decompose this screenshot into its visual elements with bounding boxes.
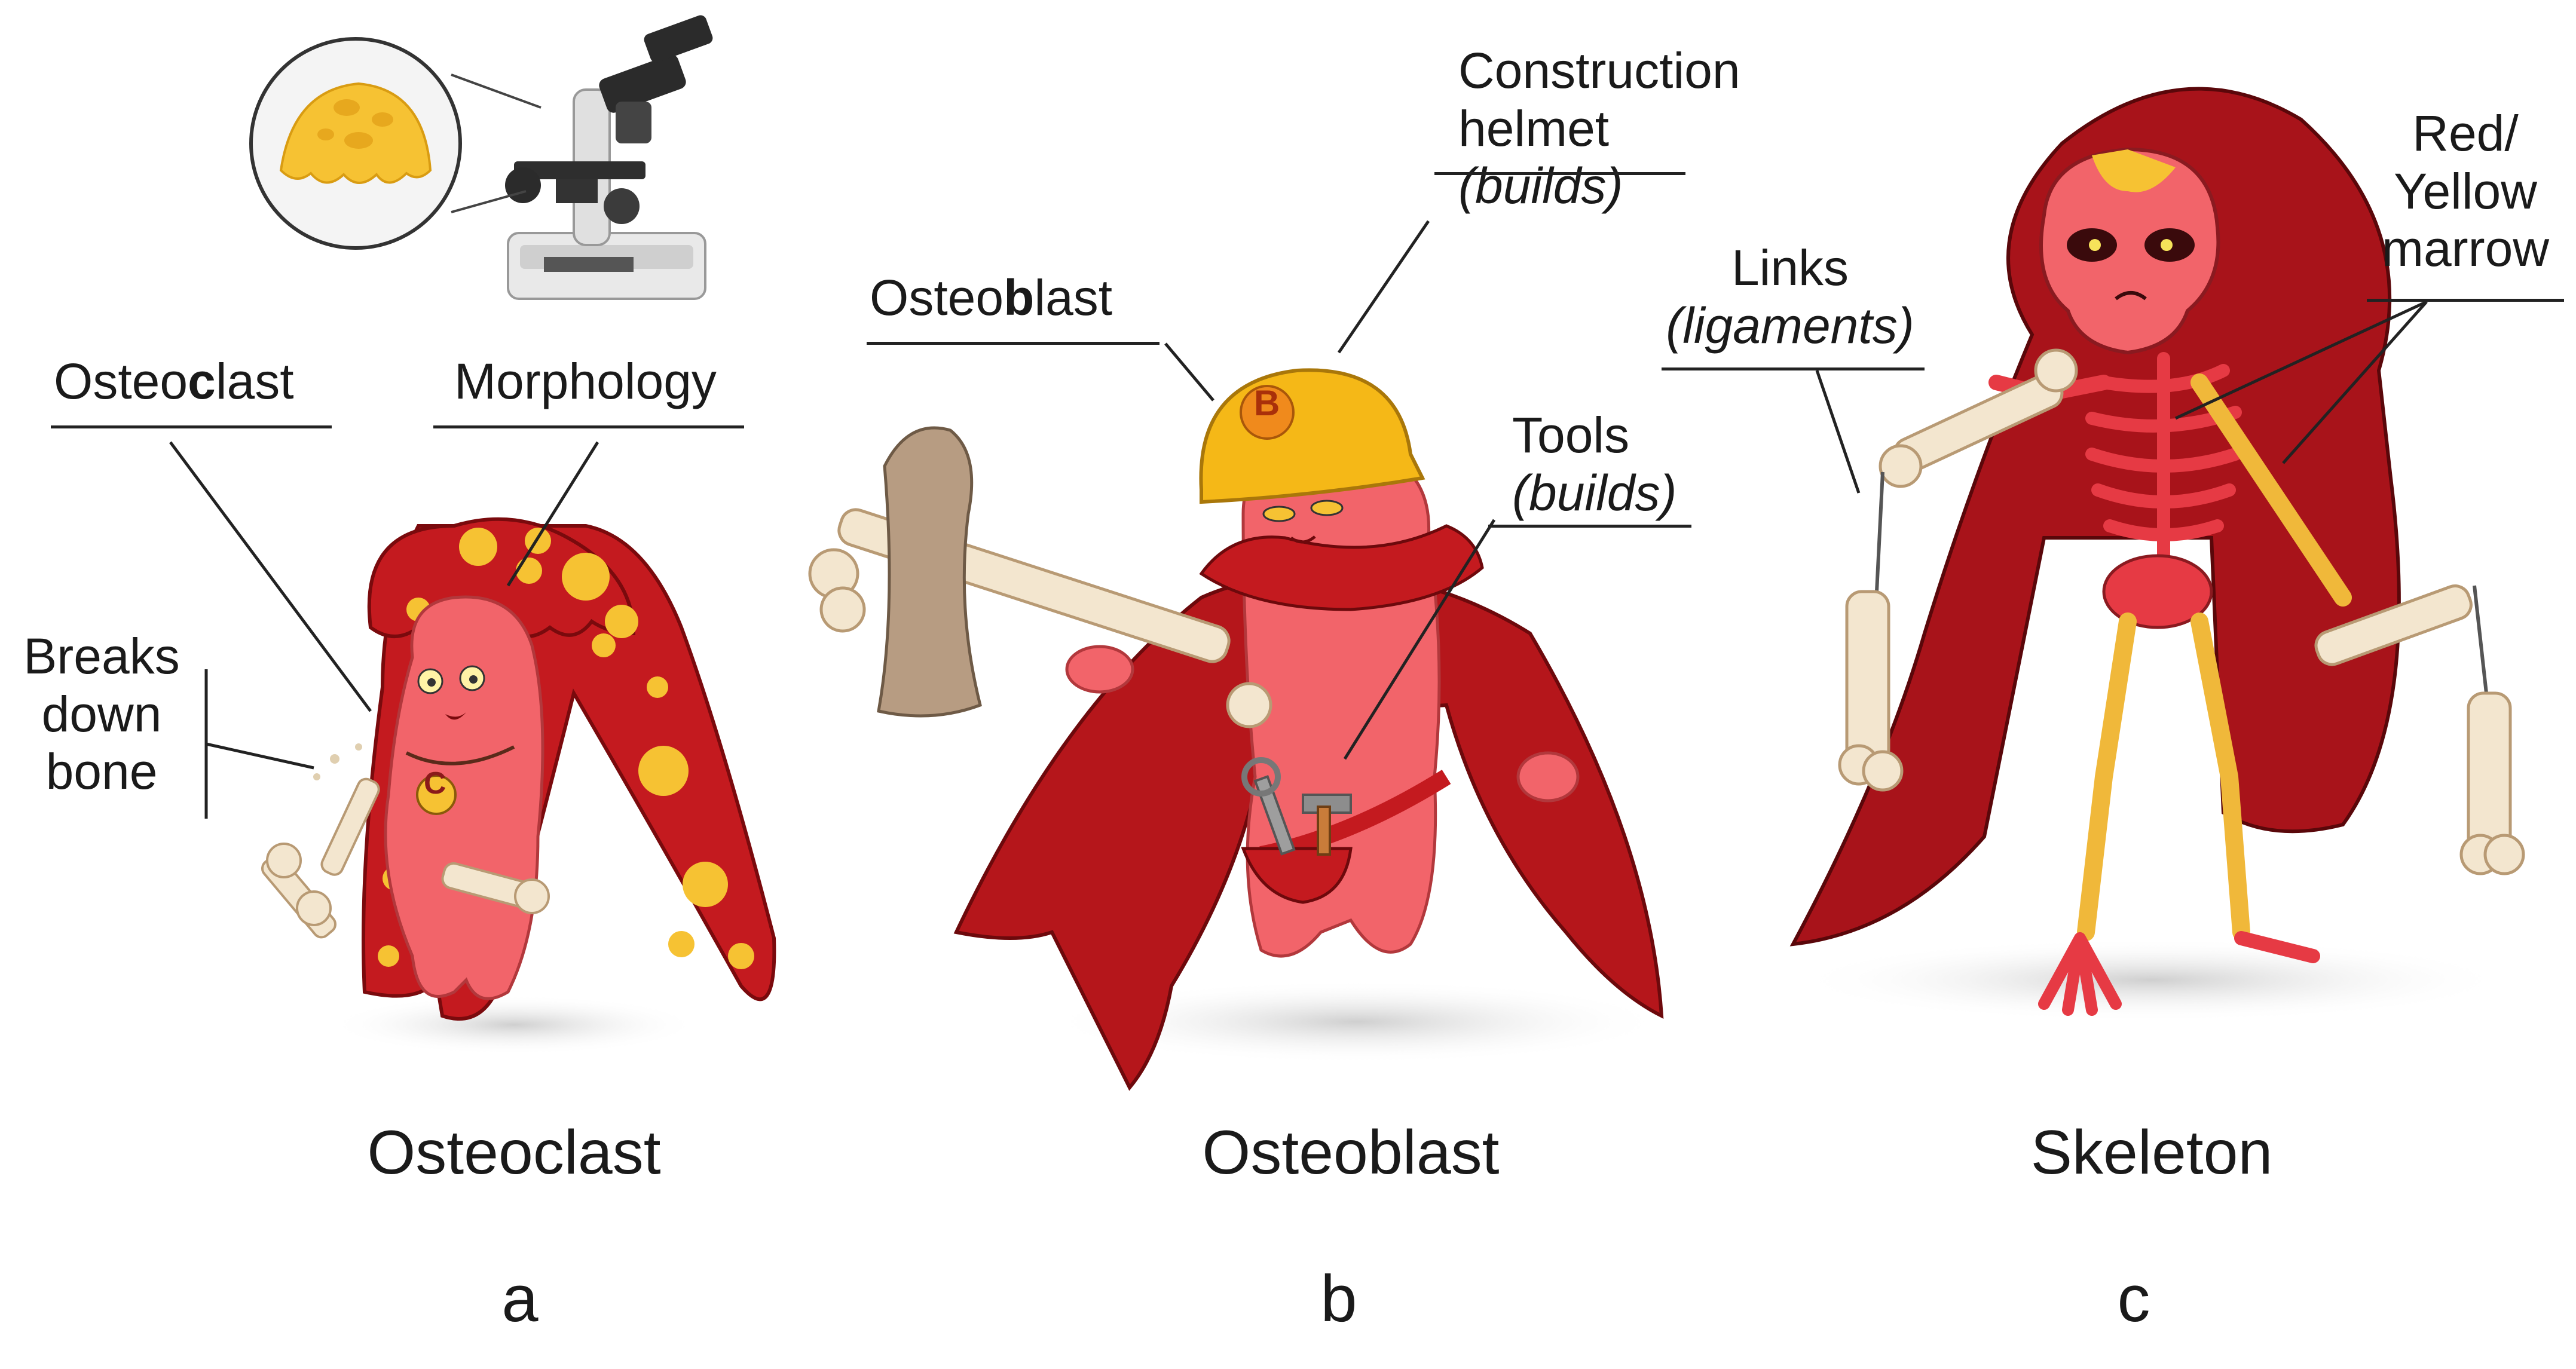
label-line: Breaks [23,628,180,684]
label-construction-helmet: Construction helmet (builds) [1458,42,1740,215]
bone-hammer-icon [808,426,1272,728]
label-line: Links [1731,240,1849,296]
cell-morphology-icon [249,37,462,250]
microscope-icon [505,15,713,300]
label-bold-letter: c [188,353,216,409]
badge-c-letter: C [424,766,446,801]
label-part: Osteo [870,269,1004,326]
panel-letter-a: a [501,1262,539,1336]
tool-pouch-icon [1241,847,1353,904]
underline [1662,367,1925,370]
label-bold-letter: b [1004,269,1035,326]
label-breaks-down-bone: Breaks down bone [15,627,188,801]
underline [2367,299,2564,302]
label-line: helmet [1458,100,1610,157]
label-line: (builds) [1458,157,1740,215]
label-line: marrow [2381,220,2549,277]
label-italic: (ligaments) [1666,297,1914,354]
label-line: Construction [1458,42,1740,99]
underline [433,425,744,428]
label-italic: (builds) [1458,158,1623,215]
nunchaku-bones-icon [1838,348,2525,875]
skull-icon [2039,147,2220,355]
label-italic: (builds) [1512,464,1677,521]
underline [51,425,332,428]
panel-letter-c: c [2117,1262,2150,1336]
panel-a-art [249,15,776,1055]
caption-osteoclast: Osteoclast [367,1118,661,1187]
label-line: Tools [1512,407,1630,463]
label-morphology: Morphology [454,353,717,409]
label-part: last [215,353,294,409]
leader-lines [169,220,2428,819]
panel-b-art [808,368,1668,1091]
label-tools: Tools (builds) [1512,406,1676,522]
osteoblast-cape [953,571,1664,1091]
panel-c-art [1789,87,2525,1022]
tools-icon [1241,757,1352,856]
badge-c-icon [416,774,457,815]
yellow-marrow-legs [2077,373,2352,941]
label-line: (ligaments) [1650,297,1931,355]
caption-skeleton: Skeleton [2030,1118,2273,1187]
caption-osteoblast: Osteoblast [1202,1118,1500,1187]
broken-bone-icon [261,743,550,939]
label-red-yellow-marrow: Red/ Yellow marrow [2367,105,2564,278]
label-part: last [1034,269,1113,326]
label-line: (builds) [1512,464,1676,522]
label-line: bone [45,743,158,800]
label-osteoblast-name: Osteoblast [870,269,1112,327]
underline [1488,525,1691,528]
label-part: Osteo [54,353,188,409]
badge-b-letter: B [1254,383,1280,423]
label-line: Red/ [2412,105,2519,161]
label-osteoclast-name: Osteoclast [54,353,294,411]
label-line: Yellow [2394,163,2537,219]
construction-helmet-icon [1199,368,1425,504]
label-links-ligaments: Links (ligaments) [1650,239,1931,354]
underline [1434,172,1685,175]
panel-letter-b: b [1320,1262,1357,1336]
label-line: down [41,685,162,742]
underline [867,342,1159,345]
